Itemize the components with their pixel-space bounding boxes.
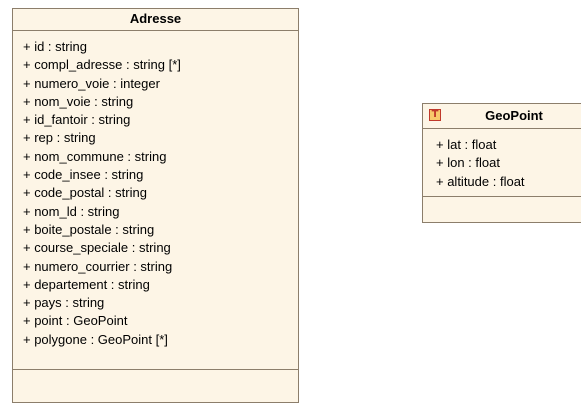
datatype-icon: T (429, 109, 441, 121)
attribute: + nom_commune : string (23, 148, 167, 164)
class-geopoint[interactable]: T GeoPoint + lat : float + lon : float +… (422, 103, 581, 223)
attribute: + numero_voie : integer (23, 75, 160, 91)
attribute: + departement : string (23, 276, 150, 292)
attribute: + course_speciale : string (23, 240, 171, 256)
attribute: + polygone : GeoPoint [*] (23, 331, 168, 347)
attribute: + boite_postale : string (23, 221, 155, 237)
class-geopoint-operations (423, 197, 581, 223)
class-geopoint-attributes: + lat : float + lon : float + altitude :… (423, 129, 581, 197)
attribute: + pays : string (23, 295, 105, 311)
attribute: + id_fantoir : string (23, 112, 131, 128)
class-adresse[interactable]: Adresse + id : string + compl_adresse : … (12, 8, 299, 403)
attribute: + point : GeoPoint (23, 313, 128, 329)
attribute: + code_postal : string (23, 185, 147, 201)
class-adresse-attributes: + id : string + compl_adresse : string [… (13, 31, 298, 370)
attribute: + compl_adresse : string [*] (23, 57, 181, 73)
attribute: + lon : float (436, 155, 500, 171)
attribute: + numero_courrier : string (23, 258, 173, 274)
attribute: + code_insee : string (23, 167, 144, 183)
class-geopoint-name: GeoPoint (485, 108, 543, 123)
attribute: + altitude : float (436, 173, 525, 189)
attribute: + id : string (23, 39, 87, 54)
class-geopoint-header: T GeoPoint (423, 104, 581, 129)
class-adresse-name: Adresse (13, 9, 298, 31)
attribute: + nom_ld : string (23, 203, 120, 219)
attribute: + nom_voie : string (23, 93, 134, 109)
class-adresse-operations (13, 370, 298, 402)
attribute: + rep : string (23, 130, 96, 146)
attribute: + lat : float (436, 137, 497, 152)
